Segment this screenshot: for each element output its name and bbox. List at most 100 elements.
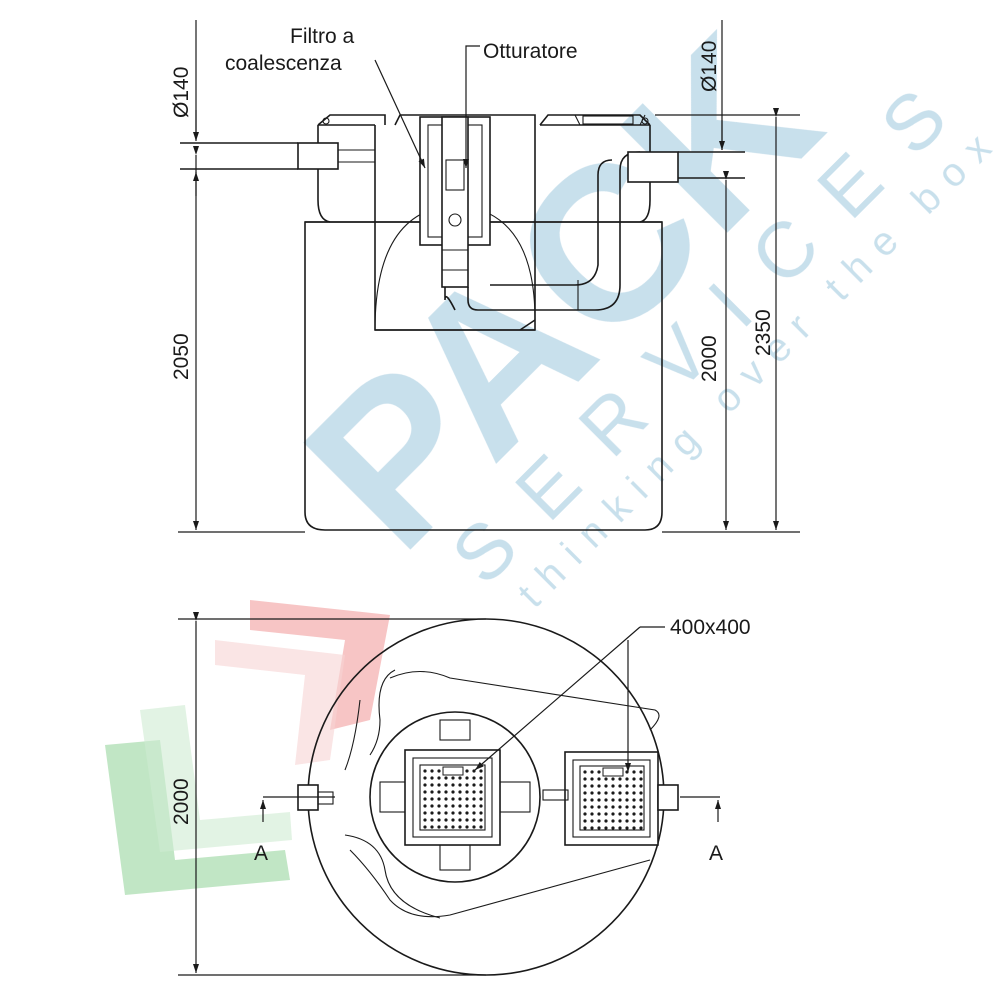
perforation-hole [465, 790, 469, 794]
perforation-hole [618, 777, 622, 781]
perforation-hole [611, 819, 615, 823]
inlet-pipe-socket [297, 142, 339, 170]
perforation-hole [437, 825, 441, 829]
section-marker-right: A [680, 796, 723, 865]
perforation-hole [590, 791, 594, 795]
watermark-chevron-red [215, 600, 390, 765]
callout-manhole-size: 400x400 [474, 616, 751, 772]
perforation-hole [444, 804, 448, 808]
perforation-hole [437, 783, 441, 787]
perforation-hole [472, 811, 476, 815]
watermark-text-group: PACK SERVICES thinking over the box [259, 0, 1001, 616]
perforation-hole [590, 798, 594, 802]
perforation-hole [632, 812, 636, 816]
perforation-hole [430, 804, 434, 808]
perforation-hole [604, 791, 608, 795]
coalescing-filter-label-line1: Filtro a [290, 25, 355, 48]
shutter-label: Otturatore [483, 40, 578, 63]
perforation-hole [590, 826, 594, 830]
perforation-hole [437, 790, 441, 794]
perforation-hole [597, 777, 601, 781]
perforation-hole [611, 805, 615, 809]
perforation-hole [465, 783, 469, 787]
perforation-hole [479, 776, 483, 780]
perforation-hole [437, 804, 441, 808]
perforation-hole [465, 804, 469, 808]
tank-body [304, 221, 663, 531]
inner-shell-plan [344, 669, 660, 918]
perforation-hole [625, 805, 629, 809]
perforation-hole [618, 812, 622, 816]
perforation-hole [444, 825, 448, 829]
perforation-hole [590, 805, 594, 809]
total-height-label: 2350 [752, 309, 775, 356]
perforation-hole [604, 819, 608, 823]
perforation-hole [437, 818, 441, 822]
perforation-hole [423, 811, 427, 815]
perforation-hole [465, 825, 469, 829]
perforation-hole [430, 811, 434, 815]
outlet-stub-plan [657, 784, 679, 811]
perforation-hole [583, 770, 587, 774]
perforation-hole [437, 811, 441, 815]
manhole-left-grid [423, 766, 483, 829]
perforation-hole [479, 797, 483, 801]
perforation-hole [465, 811, 469, 815]
perforation-hole [583, 805, 587, 809]
perforation-hole [625, 791, 629, 795]
inlet-height-label: 2050 [170, 333, 193, 380]
perforation-hole [632, 826, 636, 830]
chamber-plan [369, 711, 541, 883]
perforation-hole [618, 819, 622, 823]
perforation-hole [458, 811, 462, 815]
perforation-hole [458, 776, 462, 780]
perforation-hole [590, 770, 594, 774]
perforation-hole [479, 818, 483, 822]
manhole-size-label: 400x400 [670, 616, 751, 639]
perforation-hole [423, 825, 427, 829]
perforation-hole [451, 783, 455, 787]
perforation-hole [632, 805, 636, 809]
perforation-hole [451, 818, 455, 822]
perforation-hole [632, 770, 636, 774]
perforation-hole [639, 812, 643, 816]
perforation-hole [611, 784, 615, 788]
perforation-hole [444, 783, 448, 787]
perforation-hole [423, 804, 427, 808]
perforation-hole [604, 805, 608, 809]
perforation-hole [472, 825, 476, 829]
perforation-hole [597, 819, 601, 823]
inlet-diameter-label: Ø140 [170, 67, 193, 118]
perforation-hole [632, 777, 636, 781]
perforation-hole [639, 784, 643, 788]
perforation-hole [451, 811, 455, 815]
elevation-view: 2050 Ø140 2000 Ø140 2350 Filtro a coales… [170, 20, 800, 533]
perforation-hole [479, 783, 483, 787]
perforation-hole [437, 797, 441, 801]
perforation-hole [597, 784, 601, 788]
perforation-hole [472, 776, 476, 780]
perforation-hole [625, 798, 629, 802]
perforation-hole [430, 797, 434, 801]
perforation-hole [444, 797, 448, 801]
perforation-hole [625, 784, 629, 788]
perforation-hole [639, 805, 643, 809]
perforation-hole [465, 769, 469, 773]
perforation-hole [472, 769, 476, 773]
perforation-hole [639, 826, 643, 830]
perforation-hole [472, 783, 476, 787]
perforation-hole [611, 791, 615, 795]
perforation-hole [479, 825, 483, 829]
perforation-hole [444, 811, 448, 815]
tank-neck [317, 125, 651, 223]
perforation-hole [423, 818, 427, 822]
perforation-hole [611, 812, 615, 816]
perforation-hole [451, 825, 455, 829]
perforation-hole [430, 776, 434, 780]
perforation-hole [583, 826, 587, 830]
perforation-hole [479, 790, 483, 794]
perforation-hole [444, 776, 448, 780]
perforation-hole [597, 798, 601, 802]
perforation-hole [604, 798, 608, 802]
perforation-hole [597, 770, 601, 774]
